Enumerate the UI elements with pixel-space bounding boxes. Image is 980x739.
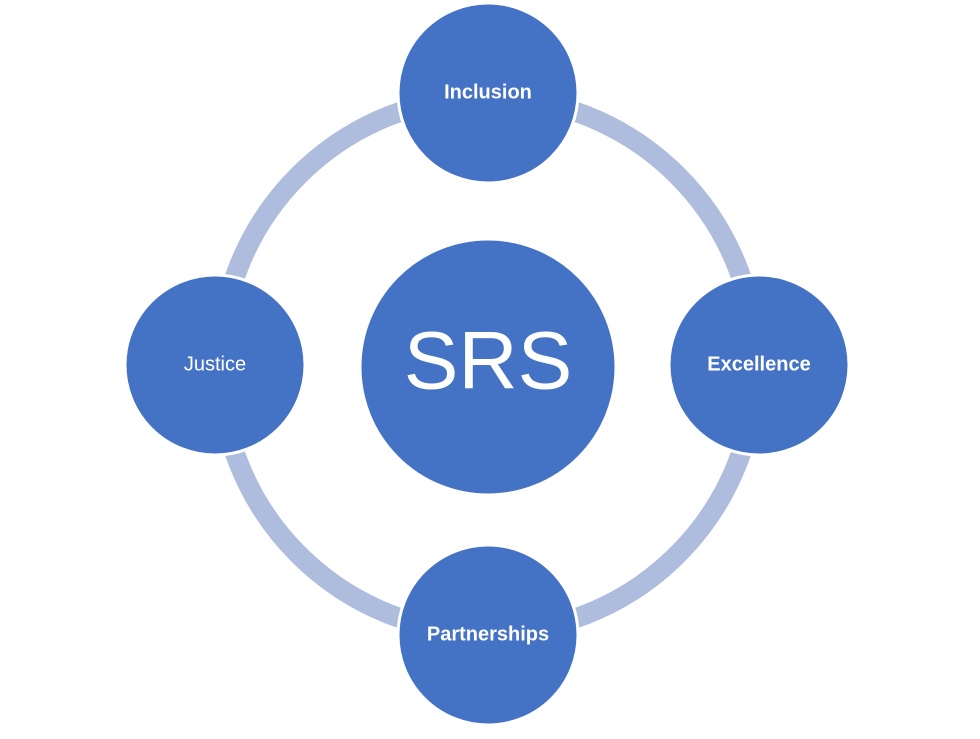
node-excellence: Excellence [667, 273, 851, 457]
node-partnerships-label: Partnerships [427, 623, 549, 645]
node-partnerships-circle [396, 543, 580, 727]
node-justice-label: Justice [184, 353, 246, 375]
node-inclusion-label: Inclusion [444, 81, 532, 103]
node-justice-circle [123, 273, 307, 457]
node-justice: Justice [123, 273, 307, 457]
node-excellence-label: Excellence [707, 353, 810, 375]
node-inclusion: Inclusion [396, 1, 580, 185]
center-label: SRS [404, 316, 573, 407]
center-circle [358, 237, 618, 497]
node-inclusion-circle [396, 1, 580, 185]
center-node: SRS [358, 237, 618, 497]
node-partnerships: Partnerships [396, 543, 580, 727]
node-excellence-circle [667, 273, 851, 457]
